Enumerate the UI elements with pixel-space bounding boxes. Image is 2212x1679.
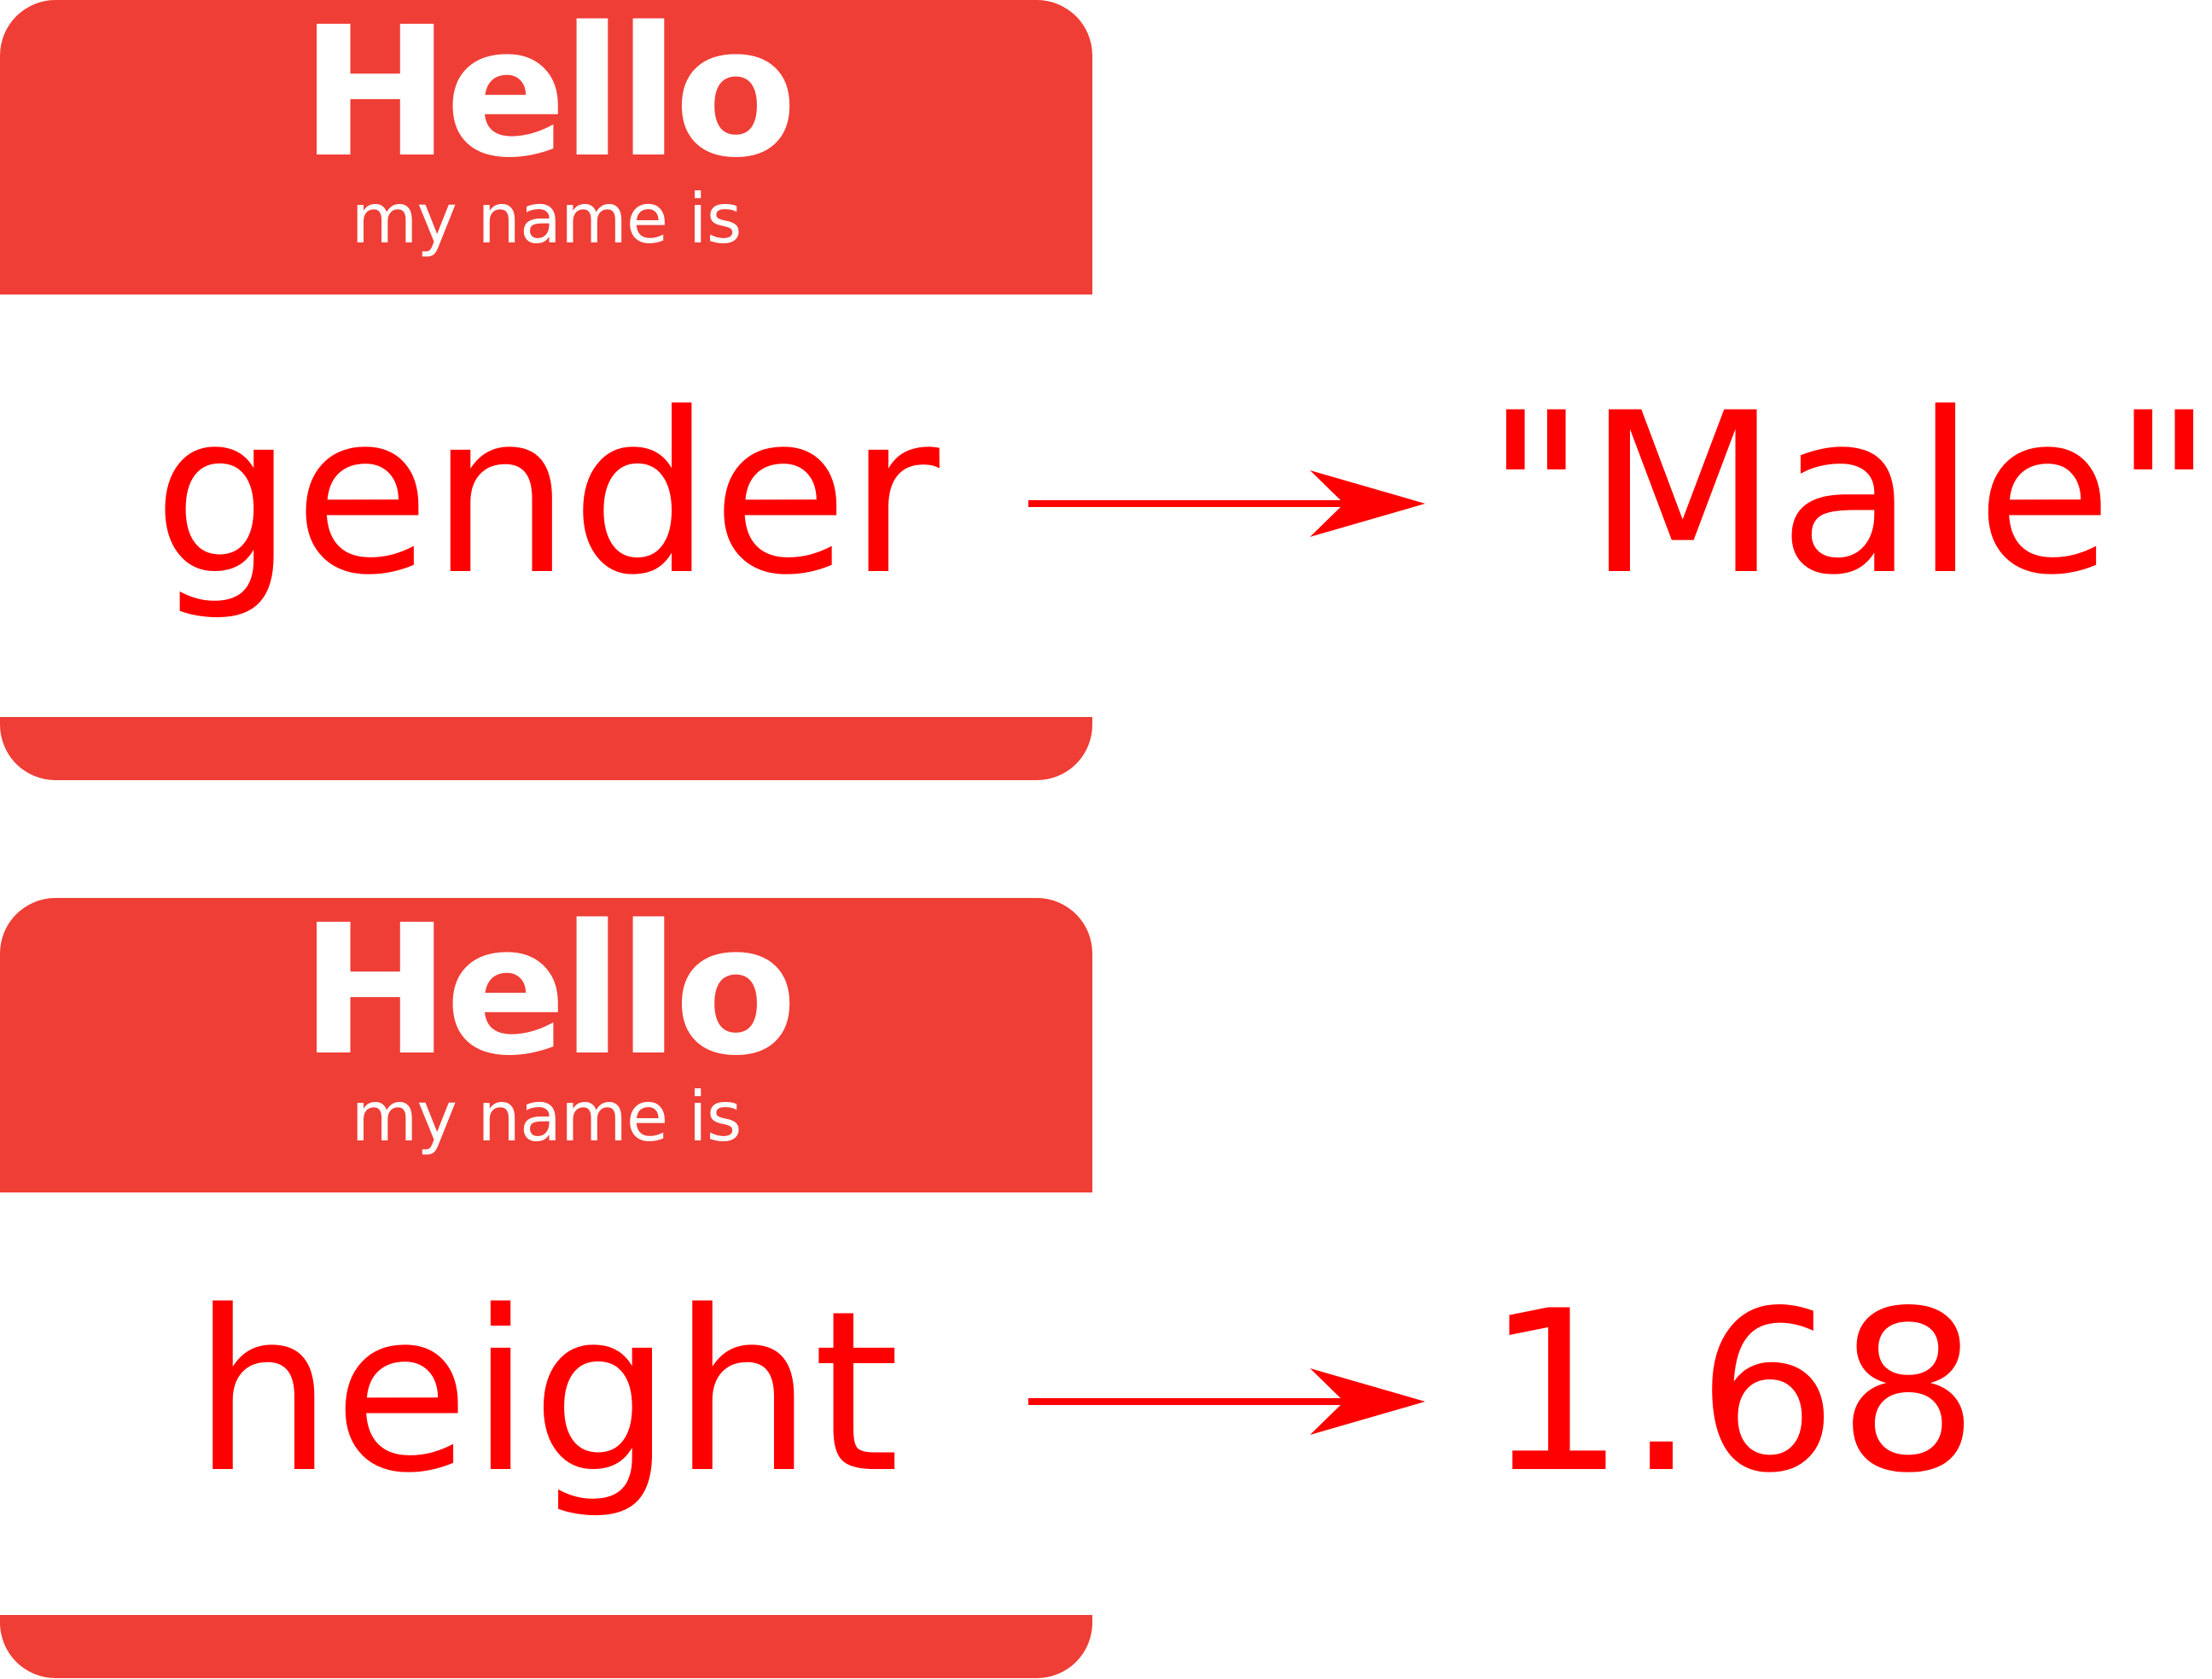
tag-footer — [0, 1615, 1092, 1678]
tag-hello-text: Hello — [300, 886, 797, 1095]
variable-value: "Male" — [1485, 366, 2212, 624]
tag-hello-text: Hello — [300, 0, 797, 197]
variable-name: gender — [153, 366, 940, 624]
variable-value: 1.68 — [1485, 1264, 1979, 1522]
tag-header — [0, 898, 1092, 1192]
tag-subtitle: my name is — [351, 179, 742, 259]
arrow-icon — [1028, 470, 1425, 537]
tag-subtitle: my name is — [351, 1077, 742, 1157]
arrow-icon — [1028, 1368, 1425, 1435]
variable-name: height — [192, 1264, 900, 1522]
name-tag-height: Hello my name is height — [0, 898, 1092, 1678]
name-tag-gender: Hello my name is gender — [0, 0, 1092, 780]
tag-footer — [0, 717, 1092, 780]
tag-header — [0, 0, 1092, 294]
